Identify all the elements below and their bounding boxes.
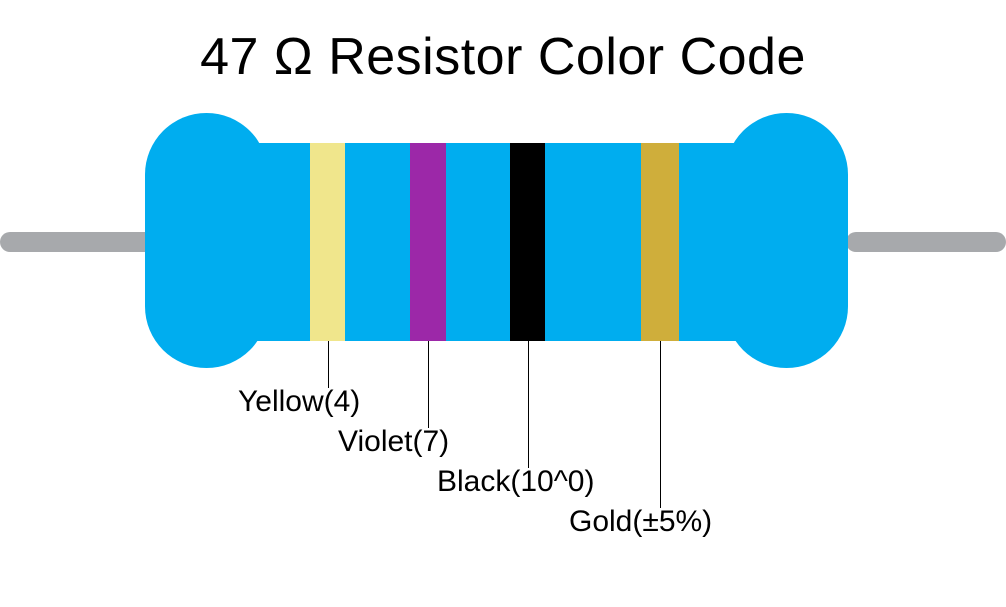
- leader-line-violet: [428, 341, 429, 428]
- resistor-body: [145, 113, 848, 368]
- black-band: [510, 143, 545, 341]
- leader-line-gold: [660, 341, 661, 508]
- leader-line-black: [528, 341, 529, 468]
- band-label-black: Black(10^0): [437, 465, 595, 498]
- band-label-yellow: Yellow(4): [238, 385, 361, 418]
- band-label-violet: Violet(7): [338, 425, 450, 458]
- leader-line-yellow: [328, 341, 329, 388]
- right-lead-wire: [846, 232, 1006, 252]
- gold-band: [641, 143, 679, 341]
- page-title: 47 Ω Resistor Color Code: [200, 28, 806, 86]
- left-lead-wire: [0, 232, 160, 252]
- right-end-cap: [725, 113, 848, 368]
- band-label-gold: Gold(±5%): [569, 505, 713, 538]
- violet-band: [410, 143, 446, 341]
- left-end-cap: [145, 113, 268, 368]
- yellow-band: [310, 143, 345, 341]
